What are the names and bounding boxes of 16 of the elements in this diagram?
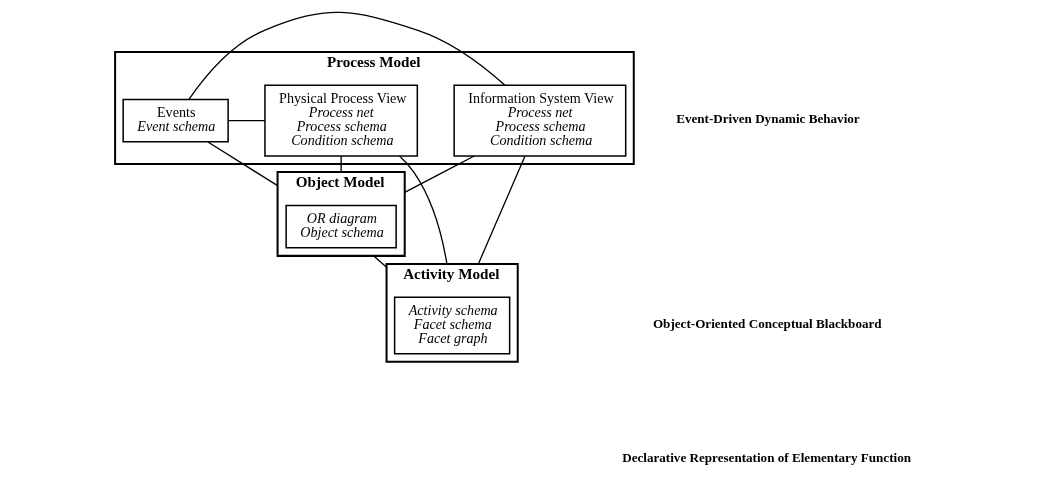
connector (477, 155, 526, 265)
node-box: Events Event schema (121, 98, 229, 143)
node-box: Information System View Process net Process schema Condition schema (452, 84, 626, 157)
node-box: OR diagram Object schema (284, 204, 397, 249)
connector (372, 255, 387, 268)
connector (398, 155, 448, 265)
label: Declarative Representation of Elementary Function (621, 450, 911, 466)
connector (403, 155, 475, 193)
node-box: Physical Process View Process net Process schema Condition schema (263, 84, 418, 157)
connector (206, 141, 278, 187)
label: Event-Driven Dynamic Behavior (675, 111, 860, 127)
node-box: Activity schema Facet schema Facet graph (393, 296, 510, 355)
connector (227, 120, 266, 122)
connector (187, 11, 506, 101)
connector (340, 155, 342, 173)
label: Object-Oriented Conceptual Blackboard (652, 315, 882, 331)
